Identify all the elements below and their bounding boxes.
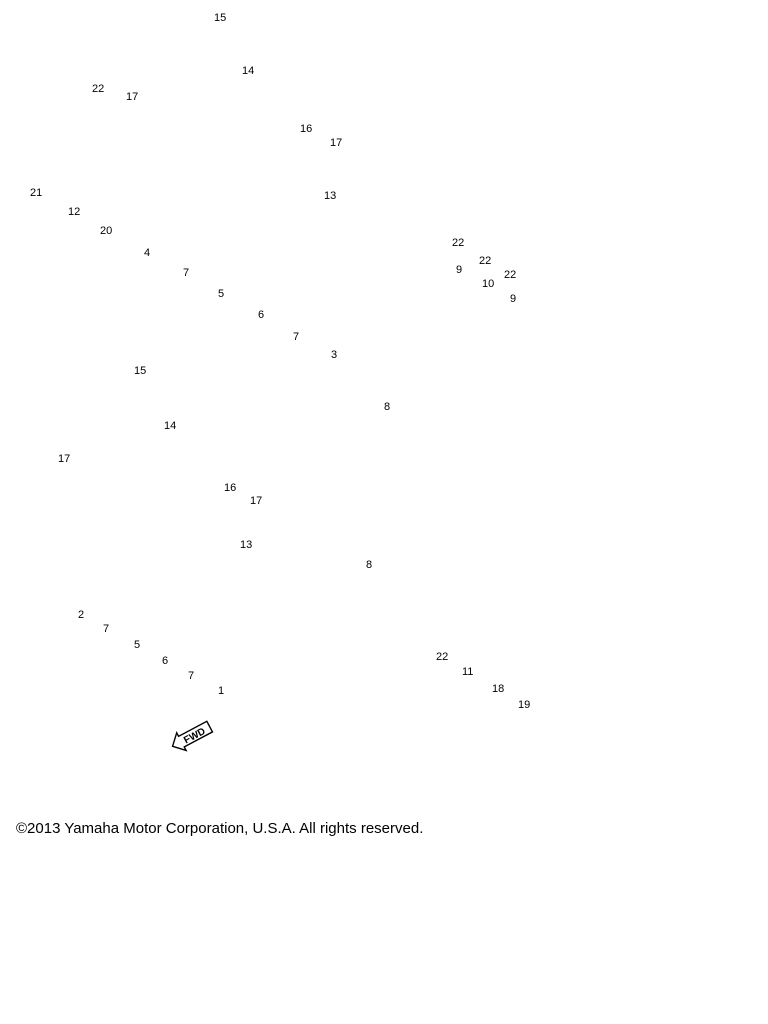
callout-8-lower: 8 [366, 559, 372, 571]
callout-9-upper-b: 9 [510, 293, 516, 305]
callout-7-upper-a: 7 [183, 267, 189, 279]
callout-4: 4 [144, 247, 150, 259]
callout-7-lower-a: 7 [103, 623, 109, 635]
fwd-label: FWD [182, 726, 207, 746]
callout-16-top: 16 [300, 123, 312, 135]
callout-6-lower: 6 [162, 655, 168, 667]
callout-labels: 15 17 22 14 16 17 13 21 12 20 4 7 5 6 7 … [30, 12, 530, 711]
callout-22-upper-right-c: 22 [504, 269, 516, 281]
callout-12: 12 [68, 206, 80, 218]
callout-17-top-right: 17 [330, 137, 342, 149]
callout-1: 1 [218, 685, 224, 697]
callout-6-upper: 6 [258, 309, 264, 321]
callout-11: 11 [462, 666, 473, 678]
callout-17-top: 17 [126, 91, 138, 103]
callout-14-top: 14 [242, 65, 254, 77]
callout-22-upper-right-a: 22 [452, 237, 464, 249]
callout-21: 21 [30, 187, 42, 199]
crankshaft-piston-exploded-diagram: 15 17 22 14 16 17 13 21 12 20 4 7 5 6 7 … [30, 12, 530, 752]
callout-15-lower: 15 [134, 365, 146, 377]
callout-16-lower: 16 [224, 482, 236, 494]
callout-9-upper-a: 9 [456, 264, 462, 276]
callout-17-lower-left: 17 [58, 453, 70, 465]
copyright-notice: ©2013 Yamaha Motor Corporation, U.S.A. A… [16, 820, 424, 837]
callout-13-lower: 13 [240, 539, 252, 551]
callout-5-lower: 5 [134, 639, 140, 651]
callout-22-top-left: 22 [92, 83, 104, 95]
fwd-arrow-icon: FWD [171, 720, 214, 752]
callout-17-lower-right: 17 [250, 495, 262, 507]
callout-19: 19 [518, 699, 530, 711]
callout-7-upper-b: 7 [293, 331, 299, 343]
callout-7-lower-b: 7 [188, 670, 194, 682]
callout-22-lower: 22 [436, 651, 448, 663]
callout-2: 2 [78, 609, 84, 621]
callout-5-upper: 5 [218, 288, 224, 300]
callout-15-top: 15 [214, 12, 226, 24]
callout-18: 18 [492, 683, 504, 695]
callout-20: 20 [100, 225, 112, 237]
callout-22-upper-right-b: 22 [479, 255, 491, 267]
callout-14-lower: 14 [164, 420, 176, 432]
callout-13-top: 13 [324, 190, 336, 202]
callout-3: 3 [331, 349, 337, 361]
callout-10: 10 [482, 278, 494, 290]
callout-8-upper: 8 [384, 401, 390, 413]
